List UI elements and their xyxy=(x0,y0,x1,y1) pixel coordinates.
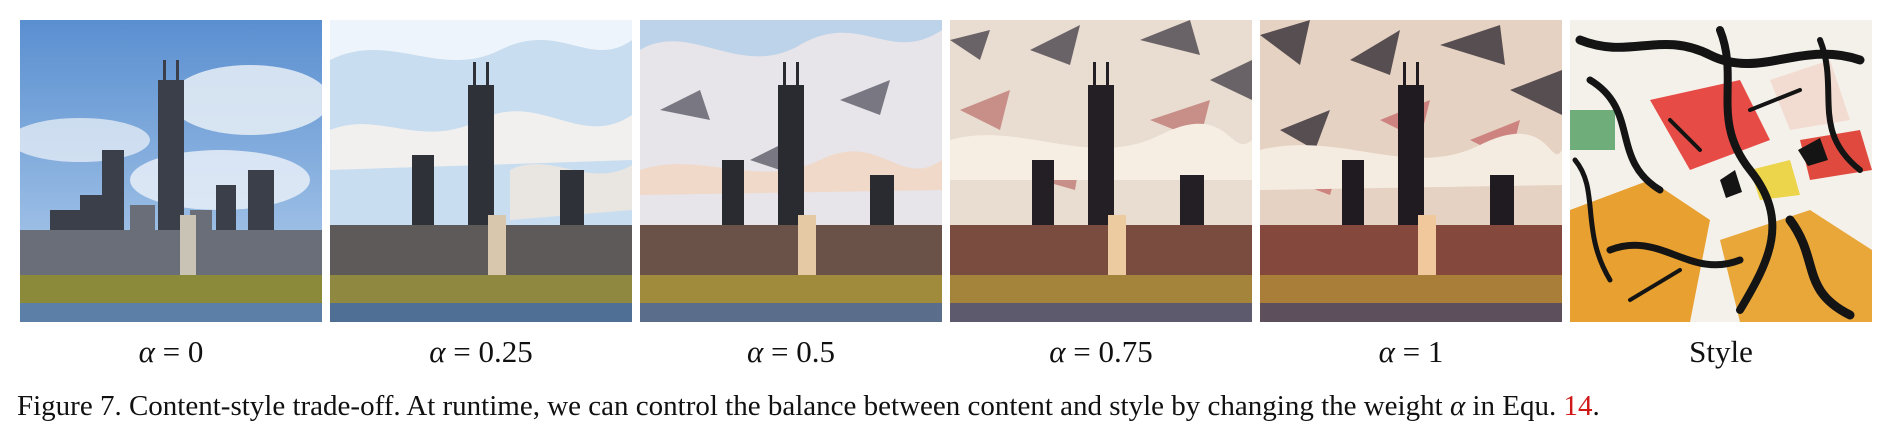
caption-text-end: . xyxy=(1592,390,1600,422)
panel-alpha-0-25 xyxy=(330,20,632,322)
label-value: = 1 xyxy=(1394,334,1444,369)
caption-alpha-symbol: α xyxy=(1449,390,1466,422)
panel-label-alpha-0-75: α = 0.75 xyxy=(950,333,1252,371)
panel-alpha-0-75 xyxy=(950,20,1252,322)
alpha-symbol: α xyxy=(1049,334,1066,369)
panel-style xyxy=(1570,20,1872,322)
label-value: = 0.5 xyxy=(763,334,835,369)
label-value: = 0.25 xyxy=(445,334,533,369)
alpha-symbol: α xyxy=(429,334,446,369)
panel-alpha-0 xyxy=(20,20,322,322)
panel-label-style: Style xyxy=(1570,333,1872,371)
label-value: Style xyxy=(1689,334,1753,369)
label-value: = 0.75 xyxy=(1065,334,1153,369)
caption-text: Figure 7. Content-style trade-off. At ru… xyxy=(17,390,1450,422)
panel-label-alpha-0: α = 0 xyxy=(20,333,322,371)
alpha-symbol: α xyxy=(1378,334,1395,369)
panel-alpha-0-5 xyxy=(640,20,942,322)
figure-caption: Figure 7. Content-style trade-off. At ru… xyxy=(17,388,1883,424)
style-painting-image xyxy=(1570,20,1872,322)
panel-label-alpha-0-25: α = 0.25 xyxy=(330,333,632,371)
stylized-skyline-image xyxy=(640,20,942,322)
panel-alpha-1 xyxy=(1260,20,1562,322)
stylized-skyline-image xyxy=(1260,20,1562,322)
alpha-symbol: α xyxy=(138,334,155,369)
alpha-symbol: α xyxy=(746,334,764,369)
stylized-skyline-image xyxy=(330,20,632,322)
panel-label-alpha-0-5: α = 0.5 xyxy=(640,333,942,371)
panel-label-alpha-1: α = 1 xyxy=(1260,333,1562,371)
equation-reference-link[interactable]: 14 xyxy=(1563,390,1593,422)
caption-text-middle: in Equ. xyxy=(1465,390,1564,422)
skyline-photo-image xyxy=(20,20,322,322)
label-value: = 0 xyxy=(154,334,204,369)
stylized-skyline-image xyxy=(950,20,1252,322)
